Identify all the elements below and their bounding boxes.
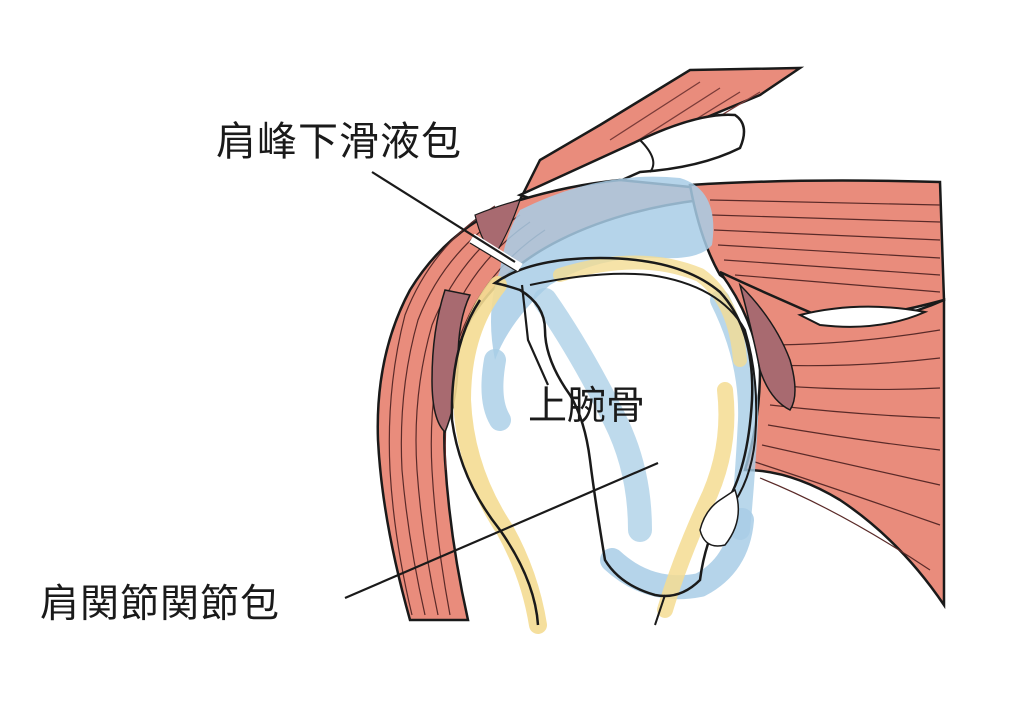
capsule-leader-line	[344, 461, 659, 600]
label-subacromial-bursa: 肩峰下滑液包	[216, 119, 462, 165]
leader-lines	[344, 171, 659, 600]
label-shoulder-joint-capsule: 肩関節関節包	[40, 582, 281, 627]
humerus-leader-line	[520, 284, 550, 386]
humerus-outline	[450, 256, 758, 626]
bursa-leader-line	[371, 171, 516, 263]
label-humerus: 上腕骨	[528, 384, 646, 429]
muscle-shadows	[431, 199, 796, 434]
bursa-highlight	[469, 233, 523, 273]
acromion-tendon	[516, 113, 746, 210]
